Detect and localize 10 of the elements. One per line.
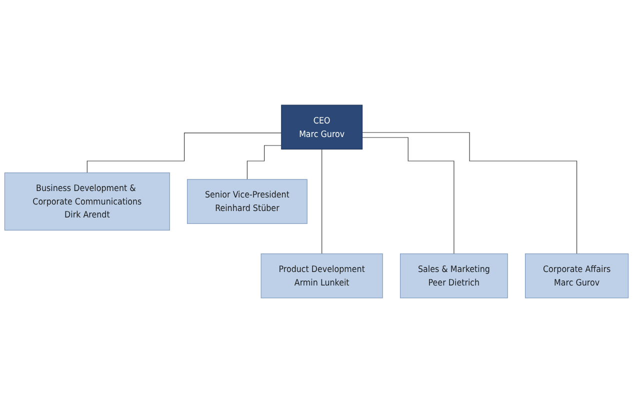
node-box: Senior Vice-President Reinhard Stüber [187,179,308,224]
node-box: CEO Marc Gurov [281,104,363,150]
connector [246,145,282,180]
connector [362,137,454,254]
node-box: Corporate Affairs Marc Gurov [525,253,629,298]
connector [362,132,578,254]
node-box: Sales & Marketing Peer Dietrich [400,253,508,298]
node-box: Business Development & Corporate Communications Dirk Arendt [4,172,170,230]
connector [86,132,282,174]
node-box: Product Development Armin Lunkeit [260,253,383,298]
